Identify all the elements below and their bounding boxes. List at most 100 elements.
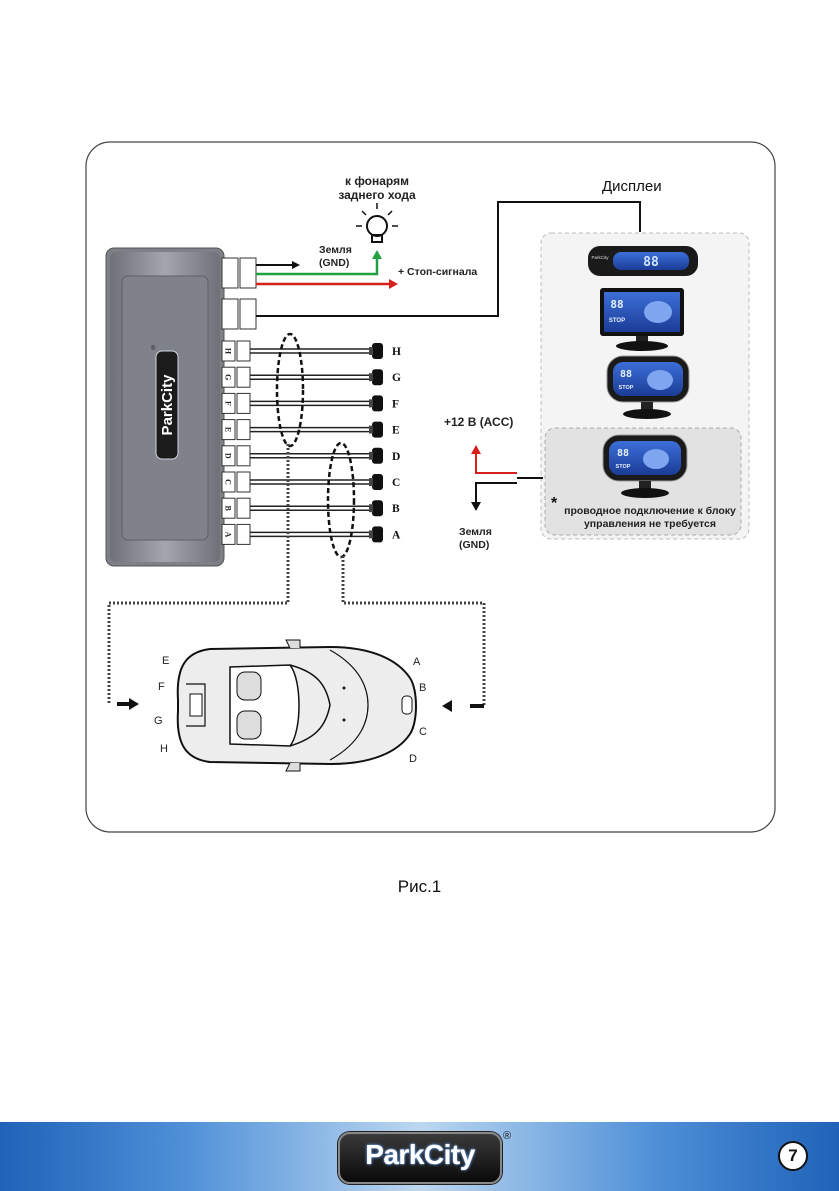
wireless-note-line2: управления не требуется bbox=[584, 518, 716, 530]
sensor-port-b bbox=[221, 497, 236, 519]
power-ground-label-line2: (GND) bbox=[459, 539, 489, 551]
sensor-port-label: G bbox=[224, 374, 233, 380]
stop-signal-label: + Стоп-сигнала bbox=[398, 266, 477, 278]
svg-text:STOP: STOP bbox=[609, 318, 625, 324]
reverse-lights-label-line1: к фонарям bbox=[345, 174, 409, 188]
sensor-port-h bbox=[221, 340, 236, 362]
wireless-note-line1: проводное подключение к блоку bbox=[564, 505, 736, 517]
car-rear-sensor-label: G bbox=[154, 715, 163, 727]
sensor-plug-g bbox=[236, 366, 251, 388]
display-monitor-type: 88 STOP bbox=[600, 288, 684, 351]
ground-label-line1: Земля bbox=[319, 244, 352, 256]
footer-registered-mark: ® bbox=[503, 1130, 512, 1142]
car-front-sensor-label: B bbox=[419, 682, 426, 694]
rear-arrow-icon bbox=[117, 698, 139, 710]
car-top-view bbox=[176, 639, 417, 772]
sensor-label-b: B bbox=[392, 503, 400, 515]
control-unit: ParkCity ® bbox=[105, 247, 225, 567]
sensor-port-d bbox=[221, 445, 236, 467]
reverse-lights-label-line2: заднего хода bbox=[338, 188, 416, 202]
sensor-label-g: G bbox=[392, 372, 401, 384]
sensor-plug-b bbox=[236, 497, 251, 519]
diagram-frame bbox=[85, 141, 776, 833]
sensor-neck bbox=[369, 347, 373, 355]
front-sensor-cable-group bbox=[326, 441, 356, 559]
sensor-neck bbox=[369, 478, 373, 486]
display-bar-type: 88 ParkCity bbox=[588, 246, 698, 276]
display-connector bbox=[221, 298, 239, 330]
sensor-neck bbox=[369, 399, 373, 408]
svg-text:88: 88 bbox=[643, 255, 659, 270]
sensor-neck bbox=[369, 530, 373, 539]
sensor-label-f: F bbox=[392, 398, 399, 410]
sensor-port-a bbox=[221, 523, 236, 545]
sensor-icon-g bbox=[372, 369, 383, 386]
sensor-icon-f bbox=[372, 395, 383, 412]
svg-text:88: 88 bbox=[620, 369, 632, 380]
car-front-sensor-label: D bbox=[409, 753, 417, 765]
control-unit-registered: ® bbox=[151, 345, 156, 352]
sensor-neck bbox=[369, 451, 373, 460]
display-rounded-type: 88 STOP bbox=[606, 355, 690, 419]
power-connector bbox=[221, 257, 239, 289]
sensor-port-c bbox=[221, 471, 236, 493]
sensor-plug-c bbox=[236, 471, 251, 493]
car-rear-sensor-label: H bbox=[160, 743, 168, 755]
sensor-label-h: H bbox=[392, 346, 401, 358]
power-ground-label-line1: Земля bbox=[459, 526, 492, 538]
wireless-asterisk: * bbox=[551, 495, 558, 512]
sensor-label-c: C bbox=[392, 477, 400, 489]
sensor-neck bbox=[369, 504, 373, 513]
front-arrow-icon bbox=[442, 700, 484, 712]
sensor-port-label: A bbox=[224, 532, 233, 538]
display-cable bbox=[256, 201, 641, 317]
sensor-port-label: E bbox=[224, 427, 233, 432]
sensor-port-label: C bbox=[224, 479, 233, 485]
reverse-signal-wire bbox=[256, 258, 379, 276]
svg-text:88: 88 bbox=[617, 448, 629, 459]
svg-text:STOP: STOP bbox=[616, 464, 631, 470]
front-cable-route bbox=[341, 556, 486, 706]
sensor-port-g bbox=[221, 366, 236, 388]
sensor-icon-h bbox=[372, 343, 383, 359]
sensor-port-label: D bbox=[224, 453, 233, 459]
car-front-sensor-label: C bbox=[419, 726, 427, 738]
footer-bar: ParkCity ® bbox=[0, 1122, 839, 1191]
power-ground-wire bbox=[475, 482, 517, 503]
sensor-icon-d bbox=[372, 447, 383, 464]
car-front-sensor-label: A bbox=[413, 656, 421, 668]
sensor-plug-a bbox=[236, 523, 251, 545]
sensor-plug-h bbox=[236, 340, 251, 362]
display-wireless-type: 88 STOP bbox=[602, 434, 688, 498]
sensor-port-label: F bbox=[224, 401, 233, 406]
sensor-label-e: E bbox=[392, 425, 400, 437]
displays-label: Дисплеи bbox=[602, 178, 662, 195]
control-unit-logo: ParkCity bbox=[159, 374, 176, 436]
svg-text:STOP: STOP bbox=[619, 385, 634, 391]
rear-cable-route bbox=[107, 444, 290, 704]
sensor-plug-e bbox=[236, 419, 251, 441]
sensor-plug-f bbox=[236, 392, 251, 414]
page-number: 7 bbox=[778, 1141, 808, 1171]
ground-label-line2: (GND) bbox=[319, 257, 349, 269]
sensor-port-label: H bbox=[224, 348, 233, 355]
power-plus-wire bbox=[475, 453, 517, 474]
sensor-icon-b bbox=[372, 500, 383, 517]
sensor-port-e bbox=[221, 419, 236, 441]
svg-text:88: 88 bbox=[610, 298, 623, 311]
sensor-icon-a bbox=[372, 526, 383, 543]
car-rear-sensor-label: E bbox=[162, 655, 169, 667]
sensor-neck bbox=[369, 373, 373, 382]
bulb-icon bbox=[356, 203, 398, 243]
sensor-port-label: B bbox=[224, 506, 233, 512]
sensor-port-f bbox=[221, 392, 236, 414]
sensor-label-a: A bbox=[392, 529, 401, 541]
footer-logo: ParkCity bbox=[338, 1132, 502, 1184]
figure-caption: Рис.1 bbox=[397, 877, 442, 896]
sensor-neck bbox=[369, 425, 373, 434]
svg-text:ParkCity: ParkCity bbox=[591, 255, 609, 260]
car-rear-sensor-label: F bbox=[158, 681, 165, 693]
sensor-label-d: D bbox=[392, 451, 400, 463]
sensor-plug-d bbox=[236, 445, 251, 467]
sensor-icon-c bbox=[372, 474, 383, 490]
